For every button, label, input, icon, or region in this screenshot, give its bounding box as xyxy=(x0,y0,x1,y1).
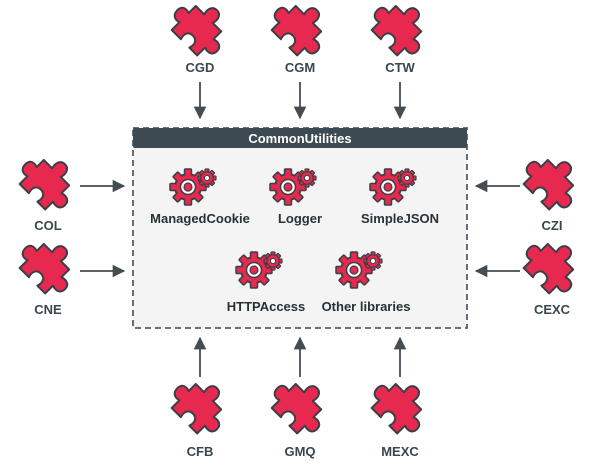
module-col: COL xyxy=(11,143,87,233)
module-label: MEXC xyxy=(381,444,419,459)
library-label: ManagedCookie xyxy=(150,211,250,226)
puzzle-piece-icon xyxy=(363,0,439,65)
module-ctw: CTW xyxy=(363,0,439,75)
common-utilities-container: CommonUtilities xyxy=(132,127,468,329)
puzzle-piece-icon xyxy=(515,143,591,219)
library-httpaccess: HTTPAccess xyxy=(227,251,306,314)
module-label: CTW xyxy=(385,60,415,75)
puzzle-piece-icon xyxy=(263,0,339,65)
container-header xyxy=(133,128,467,148)
module-czi: CZI xyxy=(515,143,591,233)
module-mexc: MEXC xyxy=(363,367,439,459)
module-label: GMQ xyxy=(284,444,315,459)
module-label: CGM xyxy=(285,60,315,75)
module-cgd: CGD xyxy=(163,0,239,75)
module-label: CEXC xyxy=(534,302,571,317)
puzzle-piece-icon xyxy=(11,227,87,303)
puzzle-piece-icon xyxy=(363,367,439,443)
module-label: CGD xyxy=(186,60,215,75)
module-cgm: CGM xyxy=(263,0,339,75)
library-other: Other libraries xyxy=(322,251,411,314)
module-cfb: CFB xyxy=(163,367,239,459)
dependency-arrows xyxy=(80,82,520,377)
library-label: SimpleJSON xyxy=(361,211,439,226)
library-managedcookie: ManagedCookie xyxy=(150,168,250,226)
module-cne: CNE xyxy=(11,227,87,317)
puzzle-piece-icon xyxy=(11,143,87,219)
library-simplejson: SimpleJSON xyxy=(361,168,439,226)
module-gmq: GMQ xyxy=(263,367,339,459)
module-label: COL xyxy=(34,218,62,233)
container-title: CommonUtilities xyxy=(248,131,351,146)
puzzle-piece-icon xyxy=(163,367,239,443)
library-label: Other libraries xyxy=(322,299,411,314)
module-label: CNE xyxy=(34,302,62,317)
module-label: CZI xyxy=(542,218,563,233)
puzzle-piece-icon xyxy=(163,0,239,65)
module-cexc: CEXC xyxy=(515,227,591,317)
library-label: Logger xyxy=(278,211,322,226)
puzzle-piece-icon xyxy=(263,367,339,443)
library-logger: Logger xyxy=(269,168,322,226)
module-label: CFB xyxy=(187,444,214,459)
puzzle-piece-icon xyxy=(515,227,591,303)
library-label: HTTPAccess xyxy=(227,299,306,314)
